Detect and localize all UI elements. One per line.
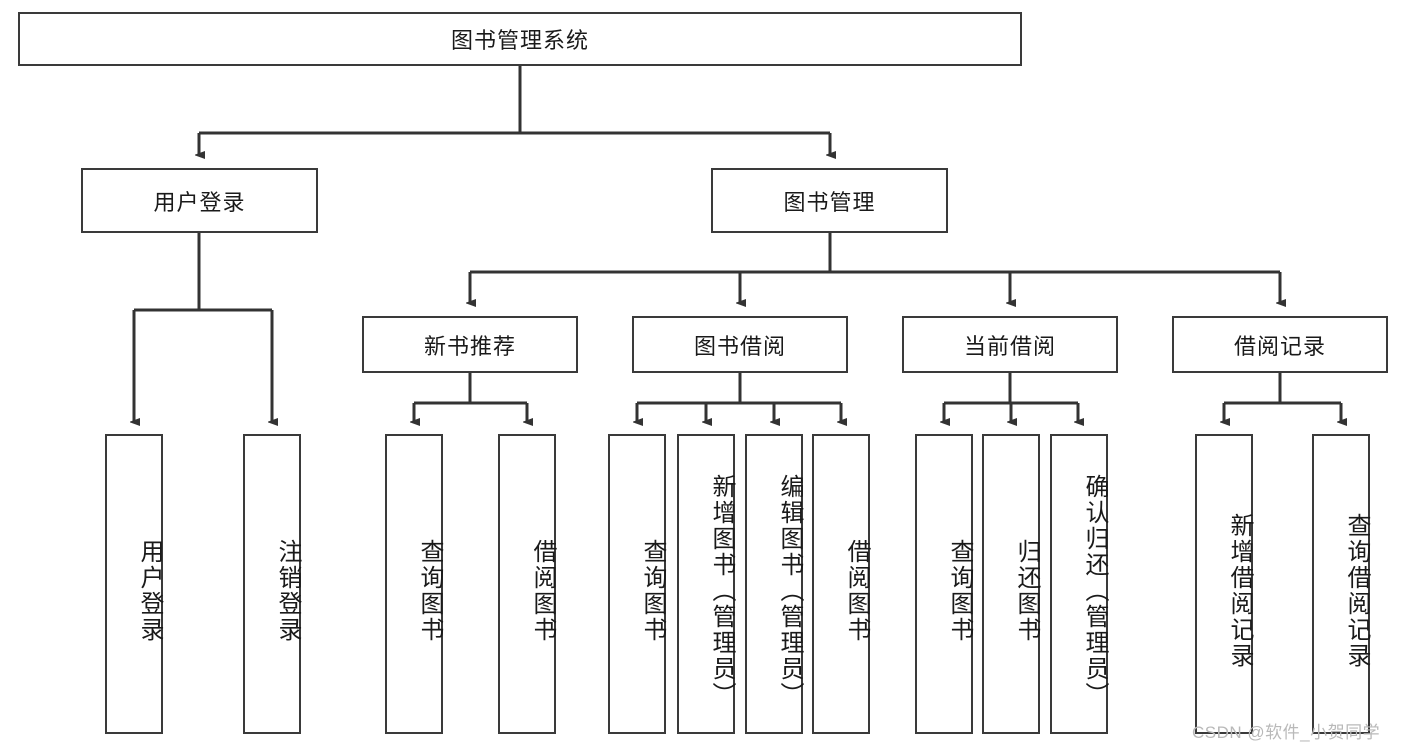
node-new-book-recommend[interactable]: 新书推荐 [362,316,578,373]
node-borrow-record[interactable]: 借阅记录 [1172,316,1388,373]
node-leaf-user-login[interactable]: 用户登录 [105,434,163,734]
node-leaf-query-book-2[interactable]: 查询图书 [608,434,666,734]
node-leaf-logout-login-label: 注销登录 [274,539,301,643]
node-leaf-query-book-2-label: 查询图书 [639,539,666,643]
node-user-login-label: 用户登录 [153,189,246,215]
node-current-borrow-label: 当前借阅 [963,333,1056,359]
node-user-login[interactable]: 用户登录 [81,168,318,233]
node-leaf-user-login-label: 用户登录 [136,539,163,643]
node-leaf-query-record[interactable]: 查询借阅记录 [1312,434,1370,734]
node-book-management-label: 图书管理 [783,189,876,215]
node-leaf-confirm-return-label: 确认归还（管理员） [1081,474,1108,708]
node-borrow-record-label: 借阅记录 [1233,333,1326,359]
node-leaf-return-book[interactable]: 归还图书 [982,434,1040,734]
node-leaf-return-book-label: 归还图书 [1013,539,1040,643]
node-leaf-add-book[interactable]: 新增图书（管理员） [677,434,735,734]
node-leaf-add-book-label: 新增图书（管理员） [708,474,735,708]
node-leaf-borrow-book-1[interactable]: 借阅图书 [498,434,556,734]
node-leaf-edit-book-label: 编辑图书（管理员） [776,474,803,708]
node-leaf-add-record-label: 新增借阅记录 [1226,513,1253,669]
node-book-borrow-label: 图书借阅 [693,333,786,359]
node-new-book-recommend-label: 新书推荐 [423,333,516,359]
watermark: CSDN @软件_小贺同学 [1192,723,1381,742]
node-leaf-query-record-label: 查询借阅记录 [1343,513,1370,669]
node-leaf-logout-login[interactable]: 注销登录 [243,434,301,734]
node-leaf-query-book-1[interactable]: 查询图书 [385,434,443,734]
node-leaf-confirm-return[interactable]: 确认归还（管理员） [1050,434,1108,734]
node-root[interactable]: 图书管理系统 [18,12,1022,66]
node-root-label: 图书管理系统 [450,28,589,53]
node-leaf-query-book-3-label: 查询图书 [946,539,973,643]
node-book-borrow[interactable]: 图书借阅 [632,316,848,373]
node-leaf-borrow-book-2-label: 借阅图书 [843,539,870,643]
node-leaf-query-book-3[interactable]: 查询图书 [915,434,973,734]
node-leaf-edit-book[interactable]: 编辑图书（管理员） [745,434,803,734]
node-leaf-borrow-book-2[interactable]: 借阅图书 [812,434,870,734]
node-current-borrow[interactable]: 当前借阅 [902,316,1118,373]
node-leaf-add-record[interactable]: 新增借阅记录 [1195,434,1253,734]
node-leaf-query-book-1-label: 查询图书 [416,539,443,643]
node-book-management[interactable]: 图书管理 [711,168,948,233]
node-leaf-borrow-book-1-label: 借阅图书 [529,539,556,643]
